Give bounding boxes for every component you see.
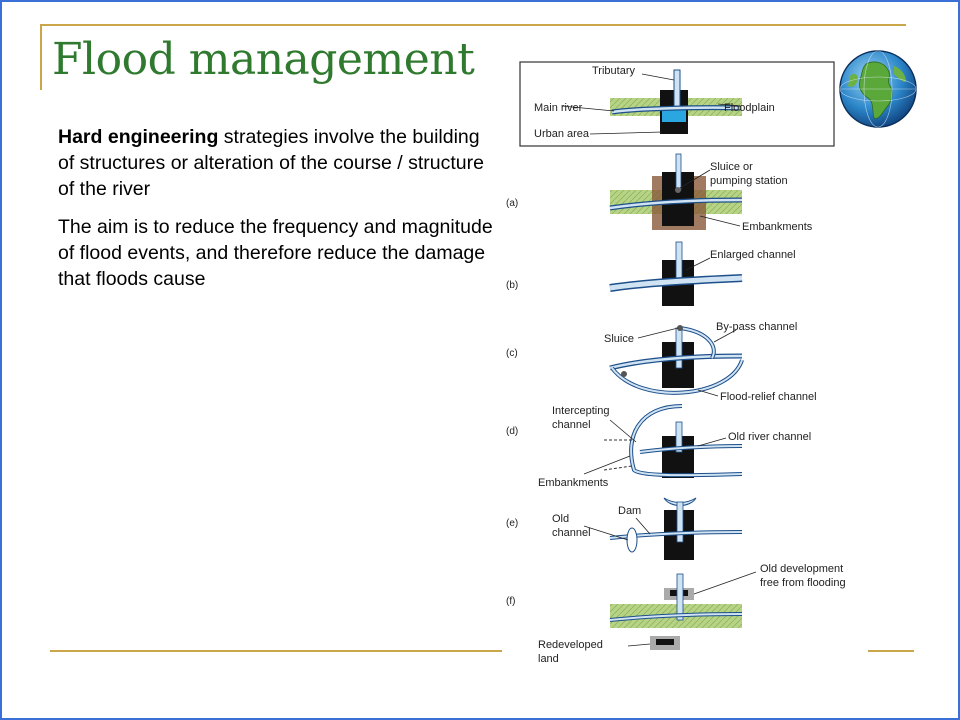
- embankments-label-a: Embankments: [742, 221, 813, 233]
- panel-e-letter: (e): [506, 518, 518, 529]
- intercepting-label-2: channel: [552, 419, 591, 431]
- panel-d-letter: (d): [506, 426, 518, 437]
- bottom-rule-left: [50, 650, 502, 652]
- old-river-label: Old river channel: [728, 431, 811, 443]
- panel-f: (f) Old development free from flooding R…: [506, 563, 846, 665]
- enlarged-channel-label: Enlarged channel: [710, 249, 796, 261]
- sluice-label-1: Sluice or: [710, 161, 753, 173]
- paragraph-hard-engineering: Hard engineering strategies involve the …: [58, 124, 498, 202]
- top-rule: [40, 24, 906, 26]
- old-channel-label-2: channel: [552, 527, 591, 539]
- floodplain-label: Floodplain: [724, 102, 775, 114]
- redeveloped-label-1: Redeveloped: [538, 639, 603, 651]
- panel-e: (e) Dam Old channel: [506, 497, 743, 560]
- slide-title: Flood management: [52, 34, 475, 85]
- sluice-marker: [675, 187, 681, 193]
- panel-c: (c) Sluice By-pass channel Flood-relief …: [506, 321, 817, 403]
- dam-shape: [626, 527, 638, 553]
- tributary-label: Tributary: [592, 65, 635, 77]
- panel-a-letter: (a): [506, 198, 518, 209]
- panel-c-letter: (c): [506, 348, 518, 359]
- bottom-rule-right: [868, 650, 914, 652]
- bypass-channel-label: By-pass channel: [716, 321, 797, 333]
- old-channel-label-1: Old: [552, 513, 569, 525]
- paragraph-1-text: strategies involve the building of struc…: [58, 126, 484, 200]
- panel-a: (a) Sluice or pumping station Embankment…: [506, 153, 813, 233]
- redeveloped-label-2: land: [538, 653, 559, 665]
- urban-area-label: Urban area: [534, 128, 590, 140]
- panel-f-letter: (f): [506, 596, 515, 607]
- panel-b-letter: (b): [506, 280, 518, 291]
- panel-d: (d) Intercepting channel Old river chann…: [506, 404, 811, 489]
- reservoir: [663, 497, 697, 506]
- dam-label: Dam: [618, 505, 641, 517]
- panel-b: (b) Enlarged channel: [506, 241, 796, 306]
- embankments-label-d: Embankments: [538, 477, 609, 489]
- sluice-label-2: pumping station: [710, 175, 788, 187]
- old-development-label-2: free from flooding: [760, 577, 846, 589]
- flood-management-diagram: Tributary Main river Floodplain Urban ar…: [506, 61, 846, 665]
- flood-relief-label: Flood-relief channel: [720, 391, 817, 403]
- main-river-label: Main river: [534, 102, 583, 114]
- globe-icon: [839, 50, 917, 128]
- panel-overview: Tributary Main river Floodplain Urban ar…: [519, 61, 835, 147]
- slide-body: Hard engineering strategies involve the …: [58, 124, 498, 304]
- urban-highlight: [662, 110, 686, 122]
- old-development-label-1: Old development: [760, 563, 843, 575]
- sluice-label-c: Sluice: [604, 333, 634, 345]
- intercepting-label-1: Intercepting: [552, 405, 609, 417]
- tributary: [673, 69, 681, 111]
- bold-term: Hard engineering: [58, 126, 219, 148]
- paragraph-aim: The aim is to reduce the frequency and m…: [58, 216, 493, 290]
- left-rule: [40, 24, 42, 90]
